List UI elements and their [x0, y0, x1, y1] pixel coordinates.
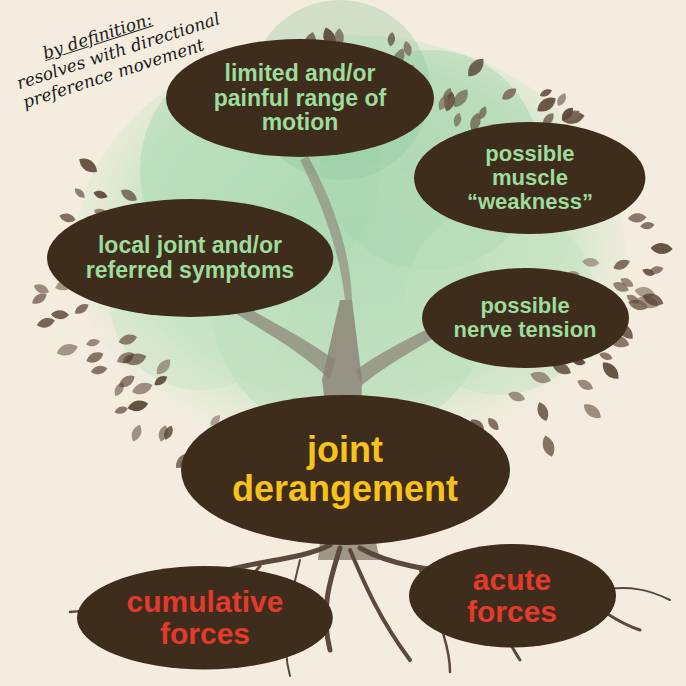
leaf [534, 94, 559, 116]
leaf [582, 257, 600, 267]
leaf [36, 316, 56, 330]
leaf [612, 257, 632, 272]
leaf [641, 267, 656, 278]
node-text: local joint and/or referred symptoms [82, 233, 297, 283]
leaf [157, 424, 170, 443]
leaf [153, 356, 174, 377]
leaf [51, 310, 69, 320]
leaf [500, 85, 519, 103]
leaf [85, 349, 106, 365]
leaf [452, 112, 462, 128]
leaf [76, 155, 100, 177]
leaf [555, 91, 569, 107]
leaf [599, 359, 623, 383]
leaf [535, 400, 551, 422]
symptom-ellipse: local joint and/or referred symptoms [47, 199, 333, 317]
leaf [126, 398, 149, 413]
node-text: limited and/or painful range of motion [200, 61, 400, 135]
node-text: cumulative forces [110, 586, 300, 651]
leaf [575, 377, 595, 393]
leaf [58, 212, 76, 224]
leaf [90, 364, 108, 376]
leaf [402, 40, 414, 57]
root-ellipse: cumulative forces [77, 566, 333, 670]
leaf [581, 400, 605, 422]
leaf [540, 434, 557, 459]
leaf [464, 55, 488, 80]
node-text: joint derangement [220, 431, 470, 509]
leaf [640, 221, 655, 230]
symptom-ellipse: limited and/or painful range of motion [166, 39, 434, 157]
node-text: acute forces [437, 564, 587, 629]
leaf [130, 380, 154, 397]
leaf [114, 405, 129, 416]
roots [70, 545, 670, 676]
leaf [387, 32, 396, 47]
leaf [450, 86, 472, 110]
leaf [152, 373, 169, 387]
leaf [485, 415, 501, 432]
leaf [55, 341, 79, 358]
leaf [650, 242, 673, 254]
trunk-ellipse: joint derangement [181, 395, 510, 545]
leaf [118, 332, 139, 346]
leaf [119, 186, 140, 204]
leaf [92, 189, 108, 200]
symptom-ellipse: possible nerve tension [422, 268, 629, 368]
leaf [112, 380, 126, 398]
leaf [641, 291, 666, 309]
leaf [73, 186, 87, 200]
node-text: possible nerve tension [450, 294, 600, 342]
symptom-ellipse: possible muscle “weakness” [414, 122, 645, 234]
leaf [529, 369, 553, 386]
leaf [507, 390, 527, 404]
leaf [121, 352, 136, 366]
leaf [73, 301, 91, 316]
leaf [611, 279, 630, 294]
leaf [32, 282, 50, 296]
root-ellipse: acute forces [409, 544, 616, 648]
leaf [559, 105, 576, 123]
leaf [85, 338, 100, 348]
leaf [129, 423, 144, 443]
leaf [436, 92, 452, 112]
leaf [538, 87, 553, 99]
leaf [627, 213, 646, 224]
node-text: possible muscle “weakness” [445, 142, 615, 213]
